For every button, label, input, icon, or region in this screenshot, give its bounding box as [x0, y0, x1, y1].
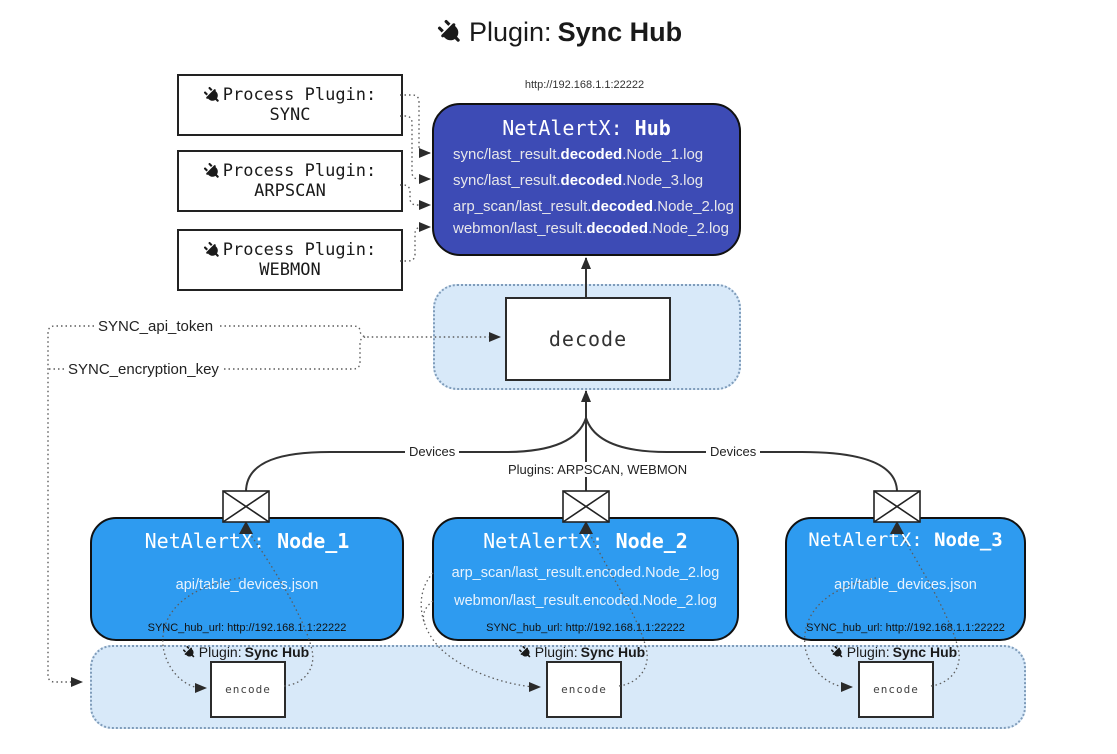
edge-sync-to-log2 — [400, 115, 431, 184]
page-title: Plugin: Sync Hub — [438, 17, 682, 48]
node-title: NetAlertX: Node_2 — [483, 529, 688, 553]
decode-box: decode — [505, 297, 671, 381]
process-plugin-name: SYNC — [269, 105, 311, 125]
edge-arpscan-to-log3 — [400, 184, 431, 210]
node-3: NetAlertX: Node_3 api/table_devices.json… — [785, 517, 1026, 641]
hub-url-label: http://192.168.1.1:22222 — [524, 79, 645, 91]
title-label: Plugin: — [469, 17, 552, 47]
edge-sync-to-log1 — [400, 94, 431, 158]
config-encryption-key-label: SYNC_encryption_key — [66, 361, 221, 378]
encode-label: encode — [873, 683, 919, 696]
process-plugin-webmon: Process Plugin: WEBMON — [177, 229, 403, 291]
decode-label: decode — [548, 327, 628, 351]
process-plugin-label: Process Plugin: — [222, 85, 377, 105]
plug-icon — [828, 643, 846, 661]
edge-label-devices-left: Devices — [405, 444, 460, 459]
encode-label: encode — [561, 683, 607, 696]
encoder-label-2: Plugin: Sync Hub — [502, 644, 662, 660]
edge-encryption-key-merge — [224, 336, 367, 370]
title-name: Sync Hub — [557, 17, 683, 47]
edge-webmon-to-log4 — [400, 222, 431, 262]
edge-label-devices-right: Devices — [706, 444, 761, 459]
edge-config-to-encode-band — [47, 325, 94, 687]
hub-title-name: Hub — [634, 116, 671, 140]
process-plugin-arpscan: Process Plugin: ARPSCAN — [177, 150, 403, 212]
hub-log-line: arp_scan/last_result.decoded.Node_2.log — [453, 198, 734, 215]
process-plugin-name: WEBMON — [259, 260, 321, 280]
node-file: api/table_devices.json — [175, 577, 319, 593]
hub-log-line: sync/last_result.decoded.Node_3.log — [453, 172, 704, 189]
node-file: api/table_devices.json — [834, 577, 977, 593]
plug-icon — [433, 15, 468, 50]
node-hub-url: SYNC_hub_url: http://192.168.1.1:22222 — [806, 622, 1005, 634]
node-hub-url: SYNC_hub_url: http://192.168.1.1:22222 — [147, 622, 347, 634]
process-plugin-sync: Process Plugin: SYNC — [177, 74, 403, 136]
plug-icon — [200, 238, 224, 262]
plug-icon — [516, 643, 534, 661]
plug-icon — [200, 159, 224, 183]
node-2: NetAlertX: Node_2 arp_scan/last_result.e… — [432, 517, 739, 641]
plug-icon — [180, 643, 198, 661]
hub-title-prefix: NetAlertX: — [502, 116, 635, 140]
node-file: webmon/last_result.encoded.Node_2.log — [454, 593, 717, 609]
process-plugin-name: ARPSCAN — [254, 181, 326, 201]
encoder-label-1: Plugin: Sync Hub — [166, 644, 326, 660]
encode-box-2: encode — [546, 661, 622, 718]
encode-label: encode — [225, 683, 271, 696]
process-plugin-label: Process Plugin: — [222, 161, 377, 181]
node-file: arp_scan/last_result.encoded.Node_2.log — [451, 565, 720, 581]
edge-label-plugins-mid: Plugins: ARPSCAN, WEBMON — [504, 462, 692, 477]
encode-box-1: encode — [210, 661, 286, 718]
node-title: NetAlertX: Node_1 — [144, 529, 350, 553]
hub-log-line: webmon/last_result.decoded.Node_2.log — [453, 220, 729, 237]
plug-icon — [200, 83, 224, 107]
encode-box-3: encode — [858, 661, 934, 718]
hub-log-line: sync/last_result.decoded.Node_1.log — [453, 146, 704, 163]
node-hub-url: SYNC_hub_url: http://192.168.1.1:22222 — [486, 622, 685, 634]
node-title: NetAlertX: Node_3 — [808, 529, 1003, 551]
process-plugin-label: Process Plugin: — [222, 240, 377, 260]
config-api-token-label: SYNC_api_token — [96, 318, 216, 335]
node-1: NetAlertX: Node_1 api/table_devices.json… — [90, 517, 404, 641]
hub-node: NetAlertX: Hub sync/last_result.decoded.… — [432, 103, 741, 256]
hub-title: NetAlertX: Hub — [434, 116, 739, 140]
encoder-label-3: Plugin: Sync Hub — [814, 644, 974, 660]
